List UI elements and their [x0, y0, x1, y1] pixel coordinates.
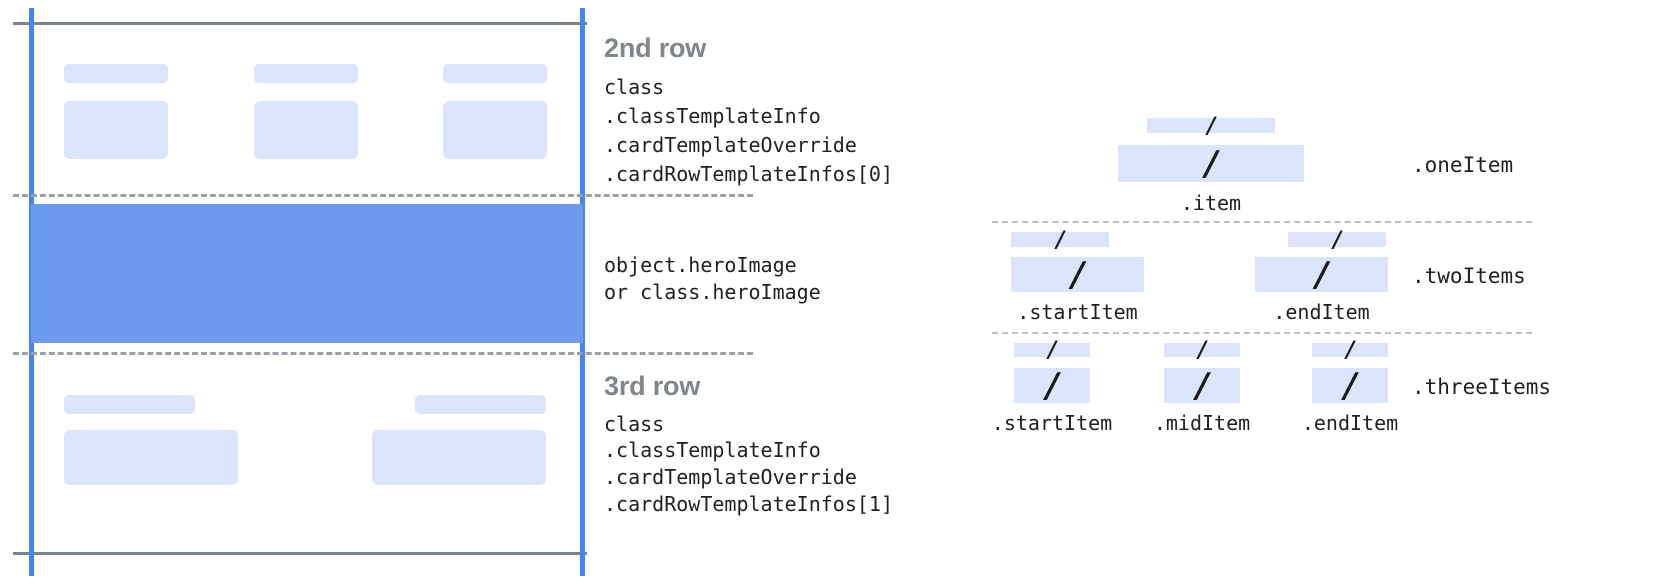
divider-one-two: [992, 221, 1532, 223]
divider-hero-row3: [13, 352, 753, 355]
slash-icon: /: [1206, 112, 1216, 139]
row2-title: 2nd row: [604, 33, 707, 63]
two-items-start-value-box: /: [1011, 257, 1144, 292]
slash-icon: /: [1332, 226, 1342, 253]
placeholder-box-r3c2: [372, 430, 546, 485]
one-item-value-box: /: [1118, 145, 1304, 182]
slash-icon: /: [1047, 337, 1057, 363]
three-items-mid-caption: .midItem: [1153, 411, 1251, 435]
divider-row2-hero: [13, 194, 753, 197]
two-items-start-caption: .startItem: [1017, 300, 1138, 324]
three-items-mid-value-box: /: [1164, 368, 1240, 403]
slash-icon: /: [1055, 226, 1065, 253]
two-items-start-label-box: /: [1011, 229, 1109, 251]
slash-icon: /: [1197, 337, 1207, 363]
two-items-end-label-box: /: [1288, 229, 1386, 251]
three-items-start-caption: .startItem: [991, 411, 1113, 435]
slash-icon: /: [1071, 254, 1084, 295]
group-name-two-items: .twoItems: [1412, 264, 1526, 288]
slash-icon: /: [1343, 365, 1357, 406]
row3-title: 3rd row: [604, 371, 701, 401]
slash-icon: /: [1045, 365, 1059, 406]
slash-icon: /: [1195, 365, 1209, 406]
row2-code-line-3: .cardRowTemplateInfos[0]: [604, 162, 893, 186]
row2-code-line-2: .cardTemplateOverride: [604, 133, 857, 157]
two-items-end-value-box: /: [1255, 257, 1388, 292]
row3-code-line-3: .cardRowTemplateInfos[1]: [604, 492, 893, 516]
placeholder-label-r2c2: [254, 64, 358, 83]
group-name-one-item: .oneItem: [1412, 153, 1514, 177]
placeholder-box-r2c2: [254, 101, 358, 159]
row3-code-line-1: .classTemplateInfo: [604, 438, 821, 462]
placeholder-label-r3c1: [64, 395, 195, 414]
row3-code-line-2: .cardTemplateOverride: [604, 465, 857, 489]
placeholder-box-r3c1: [64, 430, 238, 485]
placeholder-box-r2c3: [443, 101, 547, 159]
divider-two-three: [992, 332, 1532, 334]
row3-code-line-0: class: [604, 412, 665, 436]
row2-code-line-1: .classTemplateInfo: [604, 104, 821, 128]
placeholder-label-r2c1: [64, 64, 168, 83]
one-item-label-box: /: [1147, 115, 1275, 137]
row2-code-line-0: class: [604, 75, 665, 99]
slash-icon: /: [1345, 337, 1355, 363]
card-top-border: [13, 22, 587, 25]
one-item-caption: .item: [1180, 191, 1242, 215]
hero-image-block: [31, 204, 583, 343]
three-items-mid-label-box: /: [1164, 339, 1240, 361]
placeholder-label-r3c2: [415, 395, 546, 414]
hero-code-line-0: object.heroImage: [604, 253, 797, 277]
placeholder-box-r2c1: [64, 101, 168, 159]
hero-code-line-1: or class.heroImage: [604, 280, 821, 304]
three-items-start-value-box: /: [1014, 368, 1090, 403]
three-items-end-caption: .endItem: [1301, 411, 1399, 435]
slash-icon: /: [1315, 254, 1328, 295]
three-items-end-value-box: /: [1312, 368, 1388, 403]
slash-icon: /: [1204, 143, 1218, 184]
group-name-three-items: .threeItems: [1412, 375, 1552, 399]
three-items-end-label-box: /: [1312, 339, 1388, 361]
two-items-end-caption: .endItem: [1273, 300, 1370, 324]
placeholder-label-r2c3: [443, 64, 547, 83]
three-items-start-label-box: /: [1014, 339, 1090, 361]
card-bottom-border: [13, 552, 587, 555]
